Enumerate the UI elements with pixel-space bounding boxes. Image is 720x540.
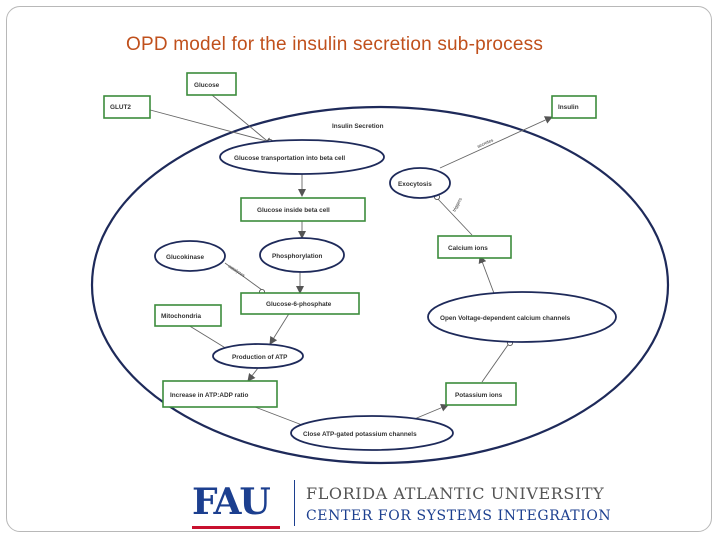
footer-branding: FAU FLORIDA ATLANTIC UNIVERSITY CENTER F… — [186, 472, 622, 532]
object-potassium-ions[interactable] — [445, 382, 517, 406]
process-atp-production[interactable] — [212, 343, 304, 369]
object-glucose6p-label: Glucose-6-phosphate — [266, 301, 332, 308]
object-insulin-label: Insulin — [558, 104, 579, 111]
process-katp[interactable] — [290, 415, 454, 451]
object-glucose-inside[interactable] — [240, 197, 366, 222]
link-label-secretes: secretes — [476, 137, 494, 149]
slide-frame — [6, 6, 712, 532]
process-atp-production-label: Production of ATP — [232, 354, 288, 361]
center-name: CENTER FOR SYSTEMS INTEGRATION — [306, 508, 612, 524]
object-insulin[interactable] — [551, 95, 597, 119]
link-glut2-transport — [138, 106, 271, 143]
object-calcium-ions[interactable] — [437, 235, 512, 259]
link-katp-potassium — [411, 404, 449, 421]
process-glucokinase-shape[interactable] — [154, 240, 226, 272]
fau-logo-underline — [192, 526, 280, 529]
process-vdcc-label: Open Voltage-dependent calcium channels — [440, 315, 571, 322]
link-glucokinase-phosphorylation — [224, 262, 263, 291]
process-vdcc[interactable] — [427, 291, 617, 343]
link-calcium-exocytosis — [436, 197, 473, 236]
process-transport[interactable] — [219, 139, 385, 175]
object-glucose[interactable] — [186, 72, 237, 96]
object-atp-ratio[interactable] — [162, 380, 278, 408]
link-vdcc-calcium — [478, 255, 496, 297]
link-atpproduction-atpratio — [247, 367, 259, 382]
process-exocytosis[interactable] — [389, 167, 451, 199]
link-exocytosis-insulin — [439, 116, 553, 169]
process-exocytosis-label: Exocytosis — [398, 181, 432, 188]
footer-divider — [294, 480, 295, 526]
link-potassium-vdcc — [481, 341, 511, 383]
process-phosphorylation[interactable] — [259, 237, 345, 273]
object-atp-ratio-label: Increase in ATP:ADP ratio — [170, 392, 248, 399]
object-glucokinase-label: Glucokinase — [166, 254, 204, 261]
object-glut2[interactable] — [103, 95, 151, 119]
slide-title: OPD model for the insulin secretion sub-… — [126, 34, 544, 55]
object-glucose-label: Glucose — [194, 82, 220, 89]
insulin-secretion-boundary — [90, 105, 670, 465]
insulin-secretion-label: Insulin Secretion — [332, 123, 384, 130]
process-katp-label: Close ATP-gated potassium channels — [303, 431, 417, 438]
object-potassium-ions-label: Potassium ions — [455, 392, 503, 399]
link-g6p-atpproduction — [269, 311, 291, 345]
object-mitochondria-label: Mitochondria — [161, 313, 202, 320]
fau-logo-text: FAU — [192, 481, 271, 523]
object-glucose-inside-label: Glucose inside beta cell — [257, 207, 330, 214]
link-label-triggers: triggers — [451, 196, 463, 212]
fau-logo: FAU — [192, 481, 282, 529]
link-glucose-transport — [211, 94, 273, 146]
object-glut2-label: GLUT2 — [110, 104, 131, 111]
process-transport-label: Glucose transportation into beta cell — [234, 155, 345, 162]
link-label-catalyzes: catalyzes — [227, 264, 246, 279]
object-mitochondria[interactable] — [154, 304, 222, 327]
object-glucose6p[interactable] — [240, 292, 360, 315]
object-calcium-ions-label: Calcium ions — [448, 245, 488, 252]
process-phosphorylation-label: Phosphorylation — [272, 253, 323, 260]
university-name: FLORIDA ATLANTIC UNIVERSITY — [306, 484, 605, 503]
